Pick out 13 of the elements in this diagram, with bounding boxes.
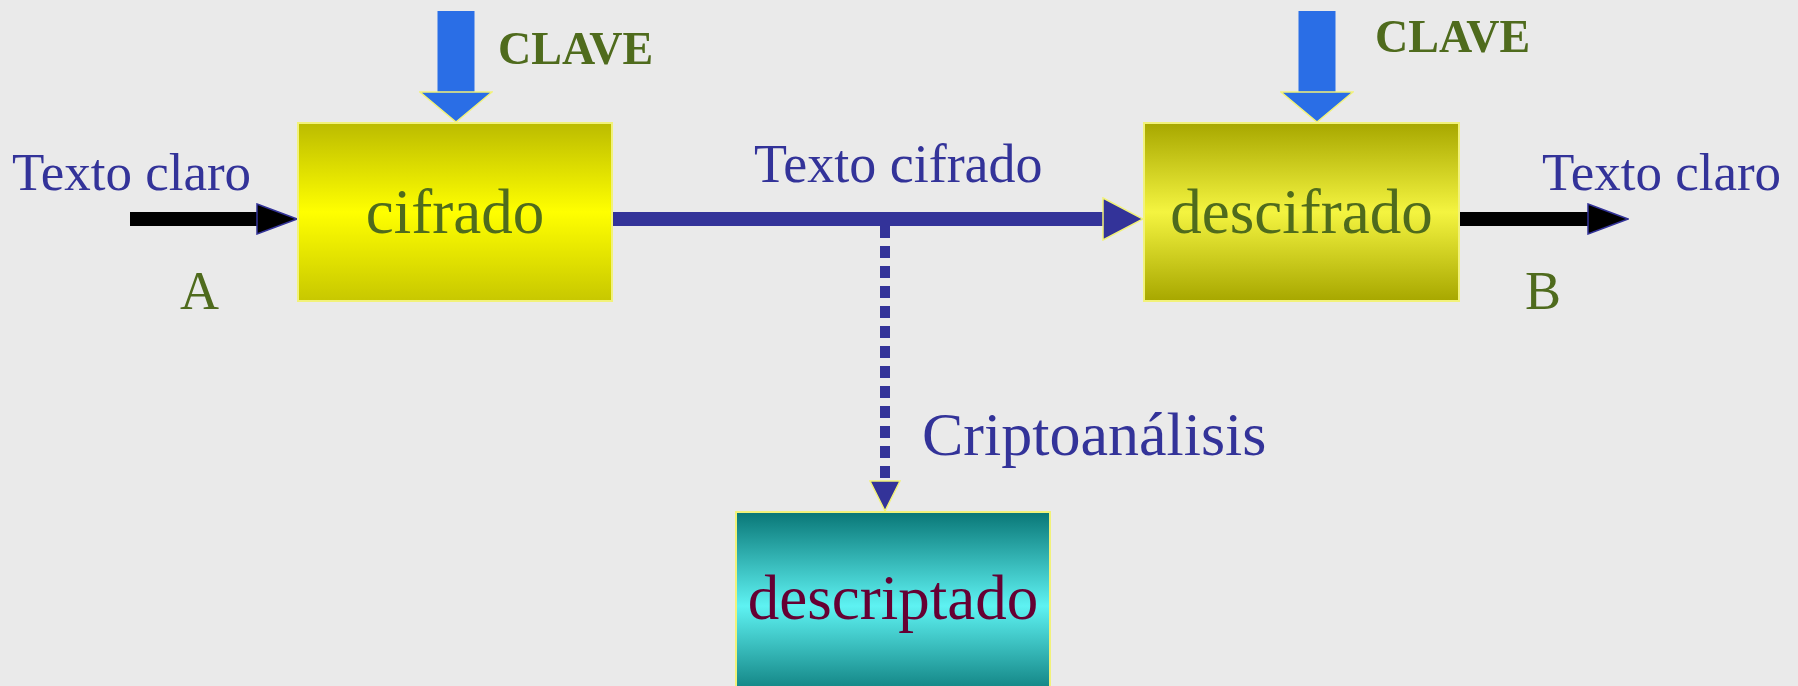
endpoint-letter: B: [1525, 264, 1562, 318]
process-box: [297, 122, 613, 302]
block-arrow: [1280, 11, 1354, 123]
box-label: cifrado: [365, 180, 545, 244]
arrow: [1460, 203, 1629, 235]
box-label: descifrado: [1170, 180, 1433, 244]
arrow: [613, 197, 1144, 241]
block-arrow: [419, 11, 493, 123]
process-box: [1143, 122, 1460, 302]
endpoint-letter: A: [180, 264, 219, 318]
arrow: [130, 203, 298, 235]
arrow: [869, 226, 901, 512]
process-box: [735, 511, 1051, 686]
